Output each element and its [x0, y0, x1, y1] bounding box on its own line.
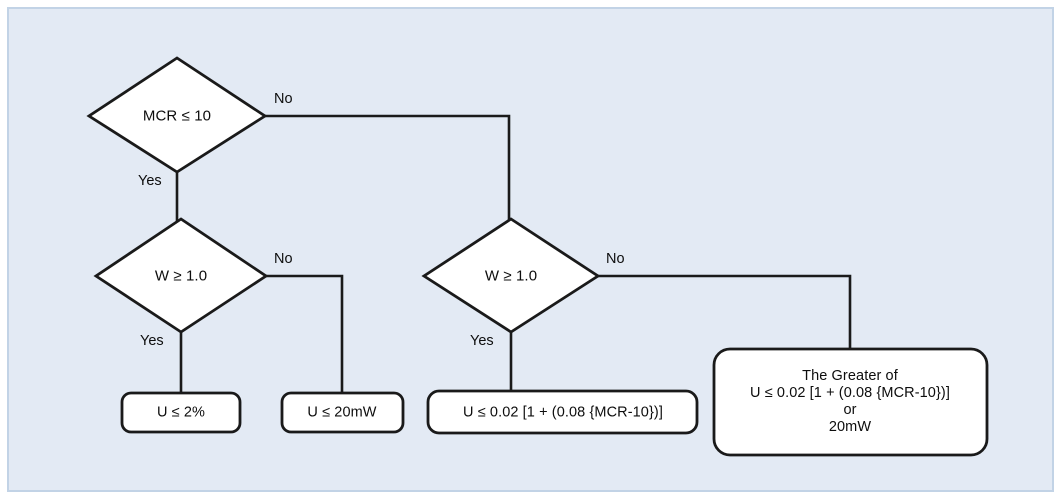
- edge-label-w-left-yes: Yes: [140, 333, 164, 349]
- terminal-u-2pct-shape[interactable]: [120, 391, 242, 434]
- edge-label-w-right-no: No: [606, 251, 625, 267]
- decision-w-right-shape[interactable]: [421, 217, 601, 334]
- edge-label-mcr-yes: Yes: [138, 173, 162, 189]
- edge-mcr-no: [263, 114, 511, 222]
- decision-w-left-shape[interactable]: [93, 217, 269, 334]
- edge-w-right-no: [596, 274, 852, 351]
- terminal-formula-shape[interactable]: [426, 389, 699, 435]
- terminal-u-20mw-shape[interactable]: [280, 391, 405, 434]
- edge-label-w-left-no: No: [274, 251, 293, 267]
- edge-label-w-right-yes: Yes: [470, 333, 494, 349]
- terminal-greater-of-shape[interactable]: [712, 347, 989, 457]
- edge-label-mcr-no: No: [274, 91, 293, 107]
- decision-mcr-shape[interactable]: [86, 56, 268, 174]
- edge-w-left-no: [264, 274, 344, 395]
